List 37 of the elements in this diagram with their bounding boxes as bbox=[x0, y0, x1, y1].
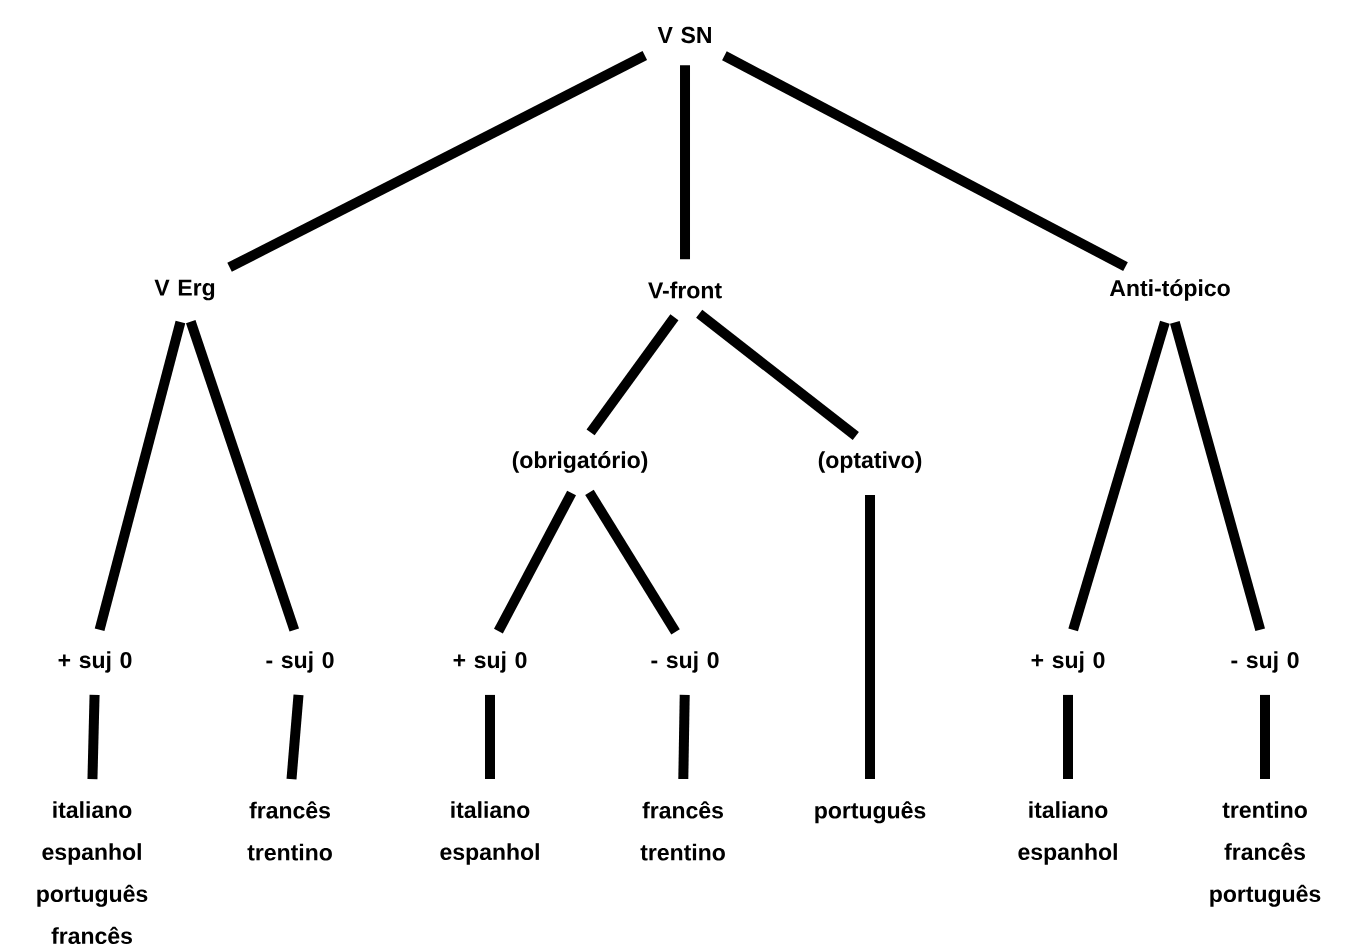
tree-label: + suj 0 bbox=[1031, 651, 1105, 673]
tree-branch bbox=[494, 490, 576, 634]
tree-branch bbox=[1063, 694, 1073, 779]
tree-label: - suj 0 bbox=[266, 651, 334, 673]
tree-branch bbox=[1068, 320, 1170, 632]
tree-branch bbox=[678, 694, 690, 780]
tree-label: italiano espanhol bbox=[1018, 801, 1117, 865]
tree-branch bbox=[286, 694, 304, 780]
tree-label: francês trentino bbox=[247, 801, 332, 861]
tree-branch bbox=[87, 694, 100, 780]
tree-label: V SN bbox=[657, 26, 711, 44]
tree-label: - suj 0 bbox=[1231, 651, 1299, 673]
tree-label: italiano espanhol português francês bbox=[37, 801, 148, 945]
tree-label: - suj 0 bbox=[651, 651, 719, 673]
tree-branch bbox=[94, 320, 186, 631]
tree-label: V-front bbox=[648, 281, 722, 299]
tree-branch bbox=[585, 489, 680, 635]
tree-branch bbox=[680, 65, 690, 260]
tree-branch bbox=[865, 494, 875, 779]
tree-label: Anti-tópico bbox=[1109, 279, 1230, 301]
tree-label: italiano espanhol bbox=[440, 801, 539, 865]
tree-branch bbox=[186, 320, 299, 632]
tree-label: (obrigatório) bbox=[512, 451, 648, 473]
tree-branch bbox=[722, 51, 1128, 272]
tree-branch bbox=[1260, 694, 1270, 779]
tree-label: + suj 0 bbox=[453, 651, 527, 673]
tree-branch bbox=[227, 51, 648, 272]
tree-label: + suj 0 bbox=[58, 651, 132, 673]
tree-label: trentino francês português bbox=[1210, 801, 1321, 907]
tree-label: V Erg bbox=[154, 279, 215, 301]
tree-branch bbox=[586, 314, 679, 436]
tree-branch bbox=[696, 309, 859, 440]
tree-label: português bbox=[815, 801, 926, 824]
tree-branch bbox=[485, 694, 495, 779]
tree-label: francês trentino bbox=[640, 801, 725, 861]
tree-label: (optativo) bbox=[818, 451, 922, 473]
tree-branch bbox=[1170, 321, 1265, 632]
